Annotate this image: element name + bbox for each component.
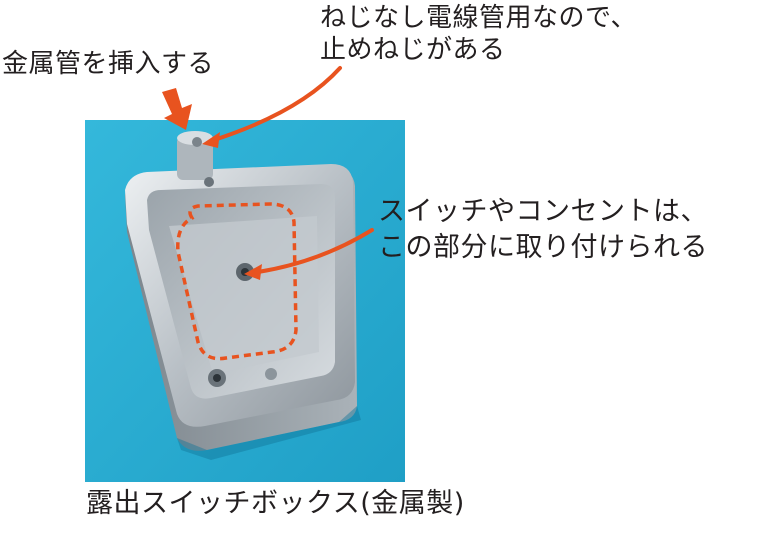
switch-box-photo xyxy=(85,120,405,482)
set-screw-label-line2: 止めねじがある xyxy=(320,35,506,65)
mounting-area-label-line2: この部分に取り付けられる xyxy=(378,232,708,263)
set-screw-label-line1: ねじなし電線管用なので、 xyxy=(320,3,637,33)
insert-pipe-label: 金属管を挿入する xyxy=(2,49,215,79)
photo-caption: 露出スイッチボックス(金属製) xyxy=(86,488,465,519)
mounting-area-label-line1: スイッチやコンセントは、 xyxy=(378,196,708,227)
